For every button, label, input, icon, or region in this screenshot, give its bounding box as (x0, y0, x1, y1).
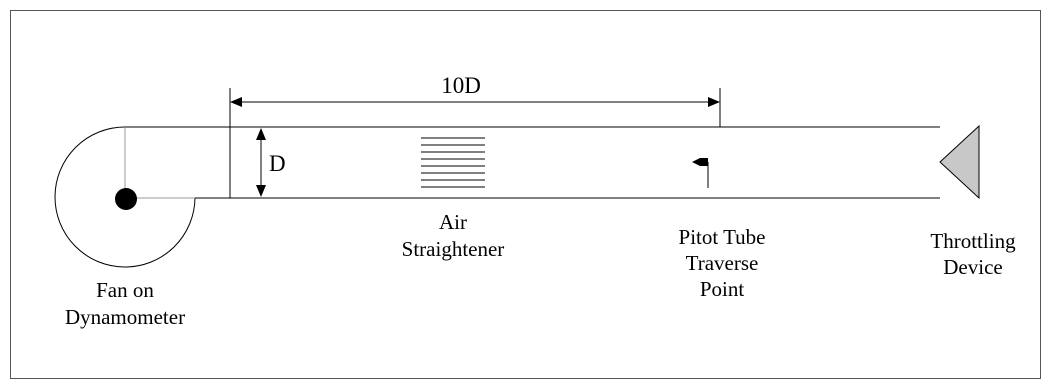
fan-hub (115, 188, 137, 210)
length-dimension-label: 10D (441, 73, 481, 98)
throttle-label-line2: Device (943, 255, 1002, 279)
pitot-tube-icon (692, 158, 708, 166)
air-straightener (421, 137, 485, 188)
throttling-device-icon (939, 124, 980, 200)
throttle-label-line1: Throttling (930, 229, 1016, 253)
pitot-label-line2: Traverse (686, 251, 759, 275)
fan-label-line2: Dynamometer (65, 305, 185, 329)
straightener-label-line2: Straightener (402, 237, 505, 261)
pitot-label-line3: Point (700, 277, 745, 301)
diagram-frame (10, 10, 1041, 379)
fan-housing (54, 126, 231, 268)
pitot-label-line1: Pitot Tube (679, 225, 766, 249)
straightener-label-line1: Air (439, 210, 467, 234)
fan-label-line1: Fan on (96, 278, 154, 302)
diameter-dimension-label: D (269, 151, 286, 176)
